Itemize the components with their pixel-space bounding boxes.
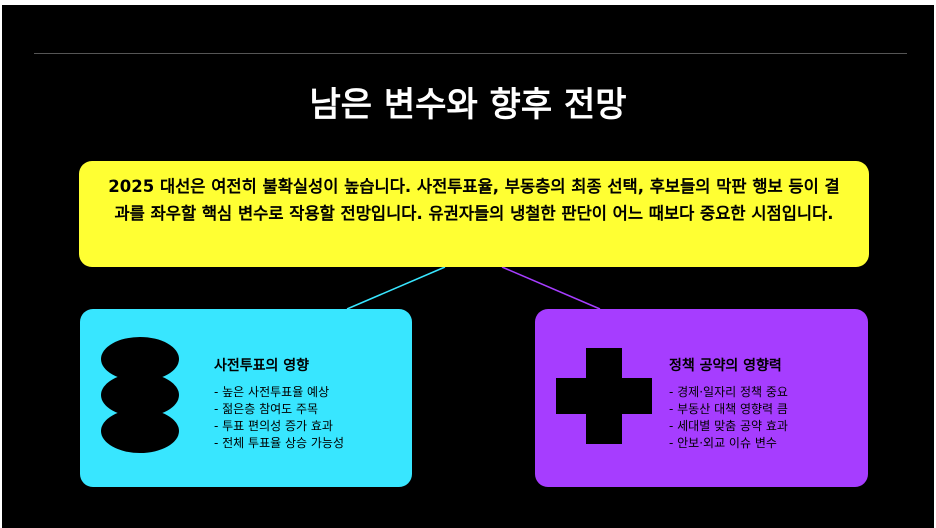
list-item: - 안보·외교 이슈 변수	[669, 436, 777, 450]
list-item: - 전체 투표율 상승 가능성	[214, 436, 344, 450]
slide-title: 남은 변수와 향후 전망	[309, 85, 627, 125]
card-text: 정책 공약의 영향력 - 경제·일자리 정책 중요 - 부동산 대책 영향력 큼…	[669, 355, 788, 452]
list-item: - 높은 사전투표율 예상	[214, 385, 330, 399]
summary-box: 2025 대선은 여전히 불확실성이 높습니다. 사전투표율, 부동층의 최종 …	[79, 161, 869, 267]
connector-left	[346, 266, 446, 310]
card-list: - 높은 사전투표율 예상 - 젊은층 참여도 주목 - 투표 편의성 증가 효…	[214, 384, 344, 452]
card-title: 정책 공약의 영향력	[669, 358, 782, 374]
stacked-ovals-icon	[101, 337, 179, 453]
connector-lines	[346, 266, 601, 310]
list-item: - 경제·일자리 정책 중요	[669, 385, 788, 399]
card-text: 사전투표의 영향 - 높은 사전투표율 예상 - 젊은층 참여도 주목 - 투표…	[214, 355, 344, 452]
card-title: 사전투표의 영향	[214, 358, 310, 374]
card-list: - 경제·일자리 정책 중요 - 부동산 대책 영향력 큼 - 세대별 맞춤 공…	[669, 384, 788, 452]
plus-cross-icon	[556, 348, 652, 444]
top-divider	[34, 53, 907, 54]
list-item: - 젊은층 참여도 주목	[214, 402, 319, 416]
slide: 남은 변수와 향후 전망 2025 대선은 여전히 불확실성이 높습니다. 사전…	[2, 5, 934, 528]
card-early-voting: 사전투표의 영향 - 높은 사전투표율 예상 - 젊은층 참여도 주목 - 투표…	[80, 309, 412, 487]
connector-right	[501, 266, 601, 310]
list-item: - 세대별 맞춤 공약 효과	[669, 419, 788, 433]
list-item: - 투표 편의성 증가 효과	[214, 419, 333, 433]
list-item: - 부동산 대책 영향력 큼	[669, 402, 788, 416]
card-policy-pledges: 정책 공약의 영향력 - 경제·일자리 정책 중요 - 부동산 대책 영향력 큼…	[535, 309, 868, 487]
